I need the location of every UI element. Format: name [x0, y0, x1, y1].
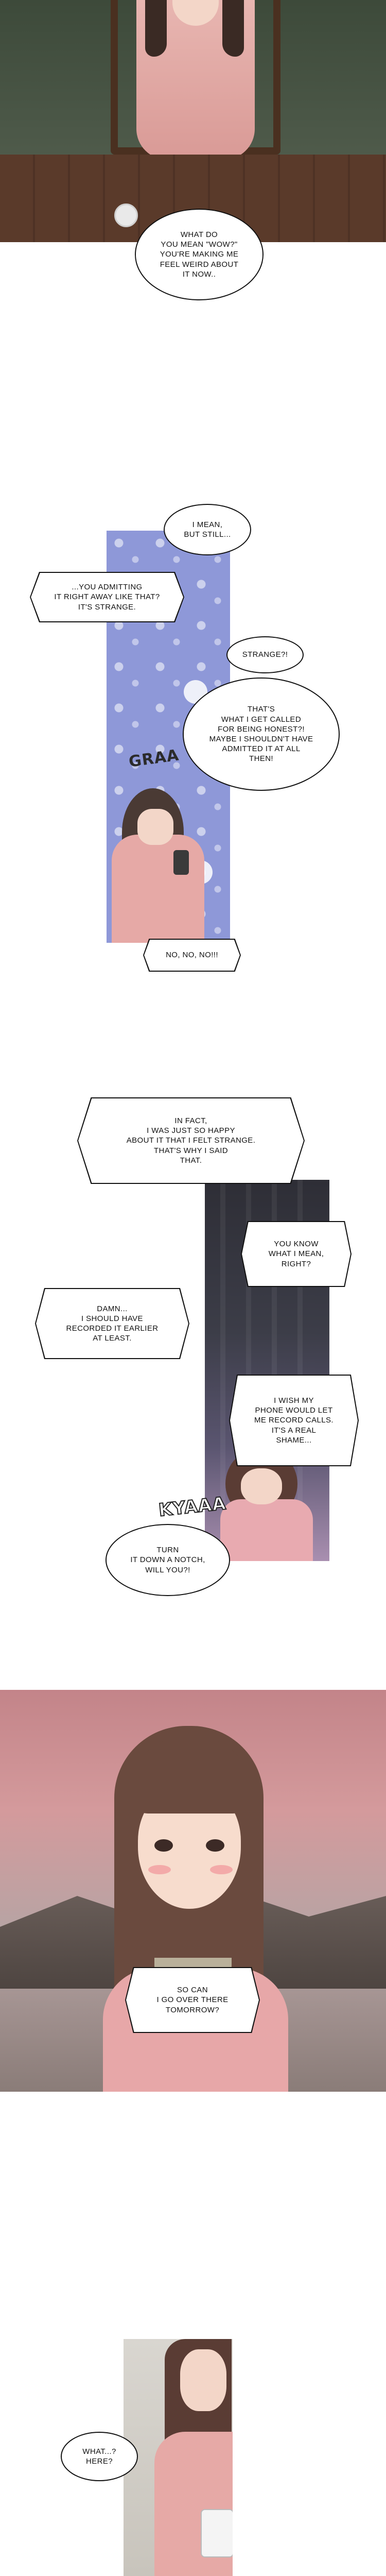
woman-hair-left: [145, 0, 167, 57]
speech-bubble-honest: THAT'S WHAT I GET CALLED FOR BEING HONES…: [183, 677, 340, 791]
background-stripe: [246, 1180, 251, 1561]
background-stripe: [297, 1180, 303, 1561]
right-blush: [210, 1865, 233, 1874]
speech-box-admitting: ...YOU ADMITTING IT RIGHT AWAY LIKE THAT…: [31, 573, 183, 621]
speech-box-go-over-tomorrow: SO CAN I GO OVER THERE TOMORROW?: [126, 1968, 259, 2032]
panel-girl-phone: [124, 2339, 233, 2576]
girl-body: [220, 1499, 313, 1561]
speech-bubble-but-still: I MEAN, BUT STILL...: [164, 504, 251, 555]
speech-box-so-happy: IN FACT, I WAS JUST SO HAPPY ABOUT IT TH…: [78, 1098, 304, 1183]
left-eye: [154, 1839, 173, 1852]
speech-bubble-turn-it-down: TURN IT DOWN A NOTCH, WILL YOU?!: [106, 1524, 230, 1596]
panel-cafe-table: [0, 0, 386, 242]
phone-icon: [173, 850, 189, 875]
girl-face: [137, 809, 173, 845]
background-stripe: [272, 1180, 277, 1561]
speech-bubble-strange: STRANGE?!: [226, 636, 304, 673]
woman-hair-right: [222, 0, 244, 57]
coffee-cup-icon: [114, 204, 138, 227]
girl-body: [112, 835, 204, 943]
right-eye: [206, 1839, 224, 1852]
phone-icon: [201, 2509, 233, 2557]
left-blush: [148, 1865, 171, 1874]
speech-box-you-know: YOU KNOW WHAT I MEAN, RIGHT?: [242, 1222, 350, 1286]
girl-crying-face: [241, 1468, 282, 1504]
girl-face: [180, 2349, 226, 2411]
speech-box-damn: DAMN... I SHOULD HAVE RECORDED IT EARLIE…: [36, 1289, 188, 1358]
speech-box-no-no-no: NO, NO, NO!!!: [144, 940, 240, 971]
speech-box-phone: I WISH MY PHONE WOULD LET ME RECORD CALL…: [230, 1376, 358, 1465]
speech-bubble-what-do-you-mean: WHAT DO YOU MEAN "WOW?" YOU'RE MAKING ME…: [135, 209, 264, 300]
speech-bubble-what-here: WHAT...? HERE?: [61, 2432, 138, 2481]
background-stripe: [220, 1180, 225, 1561]
